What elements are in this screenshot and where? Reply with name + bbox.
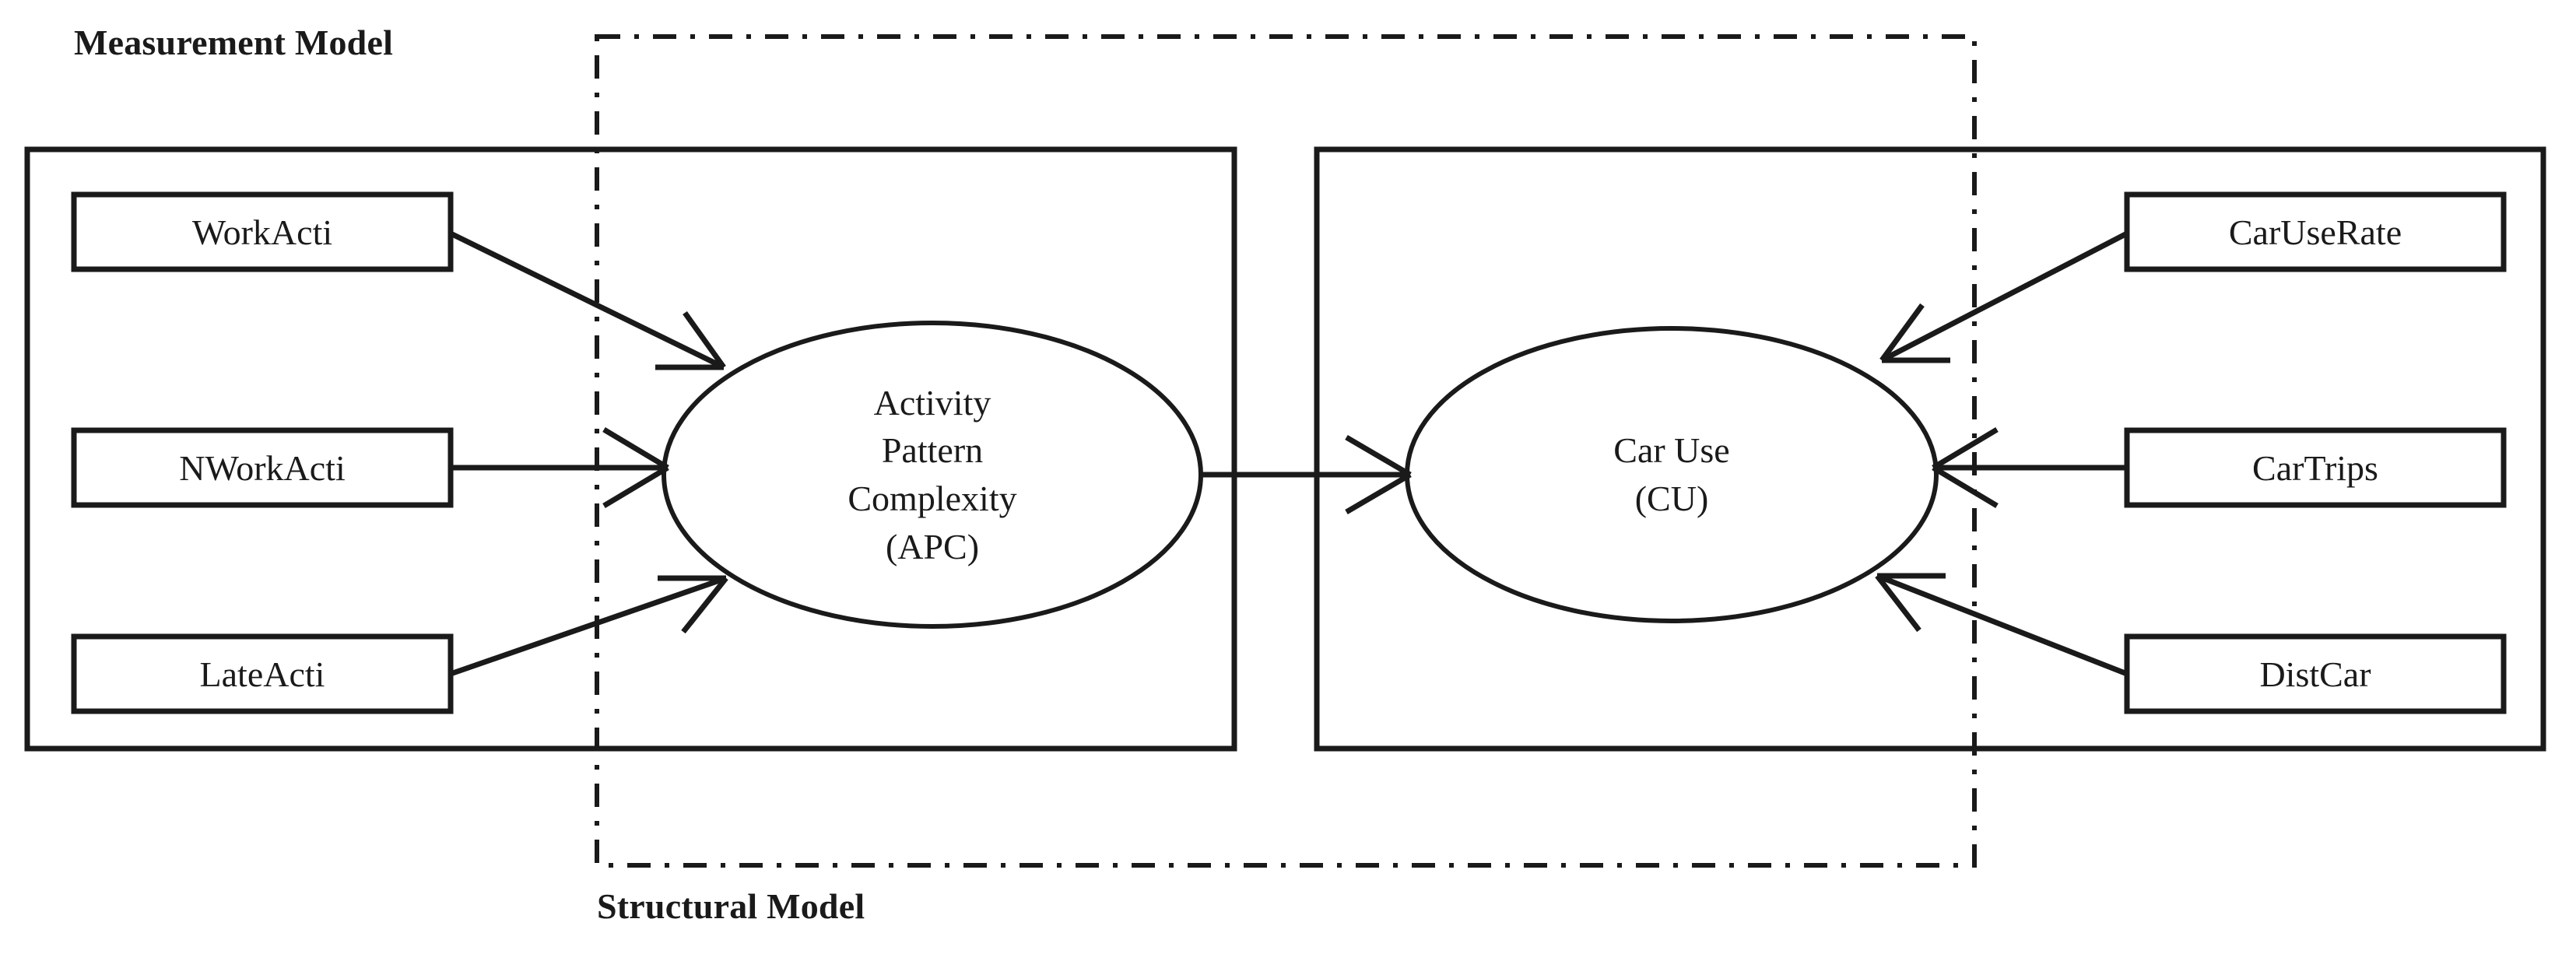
edge-distcar-to-cu [1875, 573, 2129, 677]
indicator-label-workacti: WorkActi [191, 212, 333, 252]
latent-cu-line-1: Car Use [1613, 430, 1730, 471]
indicator-box-nworkacti[interactable] [71, 427, 454, 508]
indicator-box-workacti[interactable] [71, 191, 454, 272]
indicator-label-lateacti: LateActi [199, 654, 325, 694]
indicator-label-distcar: DistCar [2259, 654, 2371, 694]
latent-label-cu: Car Use (CU) [1407, 328, 1936, 621]
edge-workacti-to-apc [449, 230, 726, 370]
latent-cu-line-2: (CU) [1634, 479, 1709, 518]
latent-apc-line-4: (APC) [885, 526, 980, 566]
edge-caruserate-to-cu [1879, 230, 2129, 363]
measurement-panel-left-border [24, 146, 1237, 752]
latent-label-apc: Activity Pattern Complexity (APC) [664, 323, 1201, 626]
edge-lateacti-to-apc [449, 575, 728, 677]
indicator-box-lateacti[interactable] [71, 633, 454, 714]
edge-apc-to-cu [1201, 434, 1412, 515]
indicator-box-distcar[interactable] [2124, 633, 2507, 714]
indicator-label-cartrips: CarTrips [2252, 447, 2378, 488]
latent-apc-line-2: Pattern [881, 430, 984, 471]
measurement-model-caption: Measurement Model [74, 23, 394, 62]
measurement-panel-right-border [1314, 146, 2546, 752]
latent-apc-line-1: Activity [873, 382, 991, 423]
indicator-label-caruserate: CarUseRate [2228, 212, 2402, 252]
indicator-box-cartrips[interactable] [2124, 427, 2507, 508]
edge-cartrips-to-cu [1932, 426, 2127, 509]
latent-apc-line-3: Complexity [848, 479, 1017, 518]
structural-model-boundary [595, 34, 1977, 868]
indicator-label-nworkacti: NWorkActi [179, 447, 346, 488]
indicator-box-caruserate[interactable] [2124, 191, 2507, 272]
structural-model-caption: Structural Model [597, 886, 865, 926]
edge-nworkacti-to-apc [451, 426, 669, 509]
